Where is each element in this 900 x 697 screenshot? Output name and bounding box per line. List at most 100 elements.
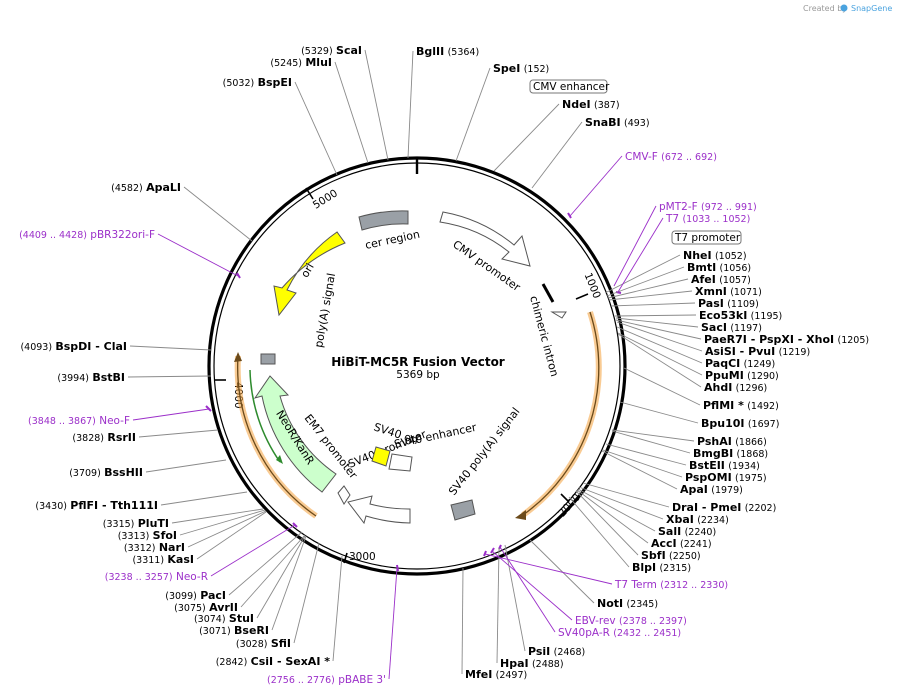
primer-leader-5 xyxy=(210,524,296,577)
site-label-23: BmgBI (1868) xyxy=(693,447,768,460)
site-name-38: BstBI xyxy=(92,371,125,384)
site-label-3: (5032) BspEI xyxy=(223,76,292,89)
site-name-23: BmgBI xyxy=(693,447,733,460)
site-leader-28 xyxy=(578,486,664,520)
site-name-6: NdeI xyxy=(562,98,591,111)
site-leader-20 xyxy=(623,367,701,406)
site-name-40: BssHII xyxy=(104,466,143,479)
site-label-6: NdeI (387) xyxy=(562,98,620,111)
site-labels: BglII (5364)(5329) ScaI(5245) MluI(5032)… xyxy=(19,44,869,686)
site-pos-27: (2202) xyxy=(745,503,777,514)
site-pos-42: (3315) xyxy=(103,519,135,530)
site-label-1: (5329) ScaI xyxy=(301,44,362,57)
site-label-12: PasI (1109) xyxy=(698,297,759,310)
primer-pos-1: (972 .. 991) xyxy=(701,202,757,213)
site-label-19: AhdI (1296) xyxy=(704,381,767,394)
site-name-46: PacI xyxy=(200,589,226,602)
site-name-18: PpuMI xyxy=(705,369,744,382)
tick-2000 xyxy=(560,493,570,503)
site-name-10: AfeI xyxy=(691,273,716,286)
primer-name-8: EBV-rev xyxy=(575,615,616,627)
site-label-16: AsiSI - PvuI (1219) xyxy=(705,345,810,358)
site-leader-5 xyxy=(455,67,491,162)
site-name-42: PluTI xyxy=(138,517,169,530)
site-pos-7: (493) xyxy=(624,118,650,129)
site-name-37: BspDI - ClaI xyxy=(55,340,127,353)
site-label-31: SbfI (2250) xyxy=(641,549,701,562)
site-leader-10 xyxy=(607,278,689,299)
site-leader-18 xyxy=(617,332,703,376)
site-name-32: BlpI xyxy=(632,561,656,574)
t7-promoter-label: T7 promoter xyxy=(674,232,741,244)
site-leader-42 xyxy=(171,508,264,524)
site-pos-9: (1056) xyxy=(720,263,752,274)
tick-5000 xyxy=(305,187,314,200)
site-leader-12 xyxy=(610,302,696,307)
site-label-34: PsiI (2468) xyxy=(528,645,585,658)
polya-signal-block xyxy=(260,353,276,365)
sv40-ori-block xyxy=(371,446,391,467)
site-label-32: BlpI (2315) xyxy=(632,561,691,574)
site-label-39: (3828) RsrII xyxy=(72,431,136,444)
chimeric-intron-bar xyxy=(541,283,555,303)
site-leader-26 xyxy=(601,450,678,490)
site-label-41: (3430) PflFI - Tth111I xyxy=(35,499,158,512)
site-leader-30 xyxy=(576,489,649,544)
site-name-25: PspOMI xyxy=(685,471,732,484)
tick-3000 xyxy=(343,552,348,564)
site-leader-46 xyxy=(228,531,303,596)
primer-pos-5: (3238 .. 3257) xyxy=(105,572,173,583)
site-pos-35: (2488) xyxy=(532,659,564,670)
primer-leader-8 xyxy=(491,550,573,621)
sv40-enhancer-block xyxy=(388,453,413,472)
primer-pos-0: (672 .. 692) xyxy=(661,152,717,163)
credit-brand: SnapGene xyxy=(851,4,892,13)
site-label-24: BstEII (1934) xyxy=(689,459,760,472)
site-leader-3 xyxy=(294,81,338,176)
credit-prefix: Created by xyxy=(803,4,847,13)
primer-pos-7: (2312 .. 2330) xyxy=(660,580,728,591)
site-leader-4 xyxy=(183,186,253,242)
site-leader-34 xyxy=(504,544,526,652)
site-pos-16: (1219) xyxy=(779,347,811,358)
site-pos-28: (2234) xyxy=(697,515,729,526)
site-pos-15: (1205) xyxy=(838,335,870,346)
site-name-50: SfiI xyxy=(271,637,291,650)
site-name-2: MluI xyxy=(305,56,332,69)
site-pos-19: (1296) xyxy=(736,383,768,394)
site-label-35: HpaI (2488) xyxy=(500,657,564,670)
site-leader-19 xyxy=(617,333,702,388)
site-name-41: PflFI - Tth111I xyxy=(70,499,158,512)
site-pos-39: (3828) xyxy=(72,433,104,444)
site-pos-40: (3709) xyxy=(69,468,101,479)
site-pos-50: (3028) xyxy=(236,639,268,650)
primer-label-2: T7 (1033 .. 1052) xyxy=(665,213,750,225)
site-leader-8 xyxy=(604,254,681,294)
site-leader-2 xyxy=(334,61,369,164)
site-pos-13: (1195) xyxy=(751,311,783,322)
site-leader-44 xyxy=(187,510,267,548)
site-name-34: PsiI xyxy=(528,645,550,658)
primer-label-5: (3238 .. 3257) Neo-R xyxy=(105,571,208,583)
site-pos-6: (387) xyxy=(594,100,620,111)
site-leader-13 xyxy=(614,314,697,317)
site-name-17: PaqCI xyxy=(705,357,740,370)
primer-leader-3 xyxy=(157,233,239,277)
site-pos-36: (2497) xyxy=(496,670,528,681)
site-leader-45 xyxy=(196,511,267,560)
primer-name-4: Neo-F xyxy=(99,415,130,427)
site-name-15: PaeR7I - PspXI - XhoI xyxy=(704,333,834,346)
primer-pos-8: (2378 .. 2397) xyxy=(619,616,687,627)
site-pos-51: (2842) xyxy=(216,657,248,668)
site-name-49: BseRI xyxy=(234,624,269,637)
site-name-51: CsiI - SexAI * xyxy=(251,655,331,668)
site-name-36: MfeI xyxy=(465,668,492,681)
site-leader-17 xyxy=(616,326,703,364)
site-label-14: SacI (1197) xyxy=(701,321,762,334)
site-pos-23: (1868) xyxy=(737,449,769,460)
primer-label-7: T7 Term (2312 .. 2330) xyxy=(614,579,728,591)
t7-promoter-box xyxy=(671,230,742,245)
map-title: HiBiT-MC5R Fusion Vector xyxy=(331,355,505,369)
site-pos-8: (1052) xyxy=(715,251,747,262)
